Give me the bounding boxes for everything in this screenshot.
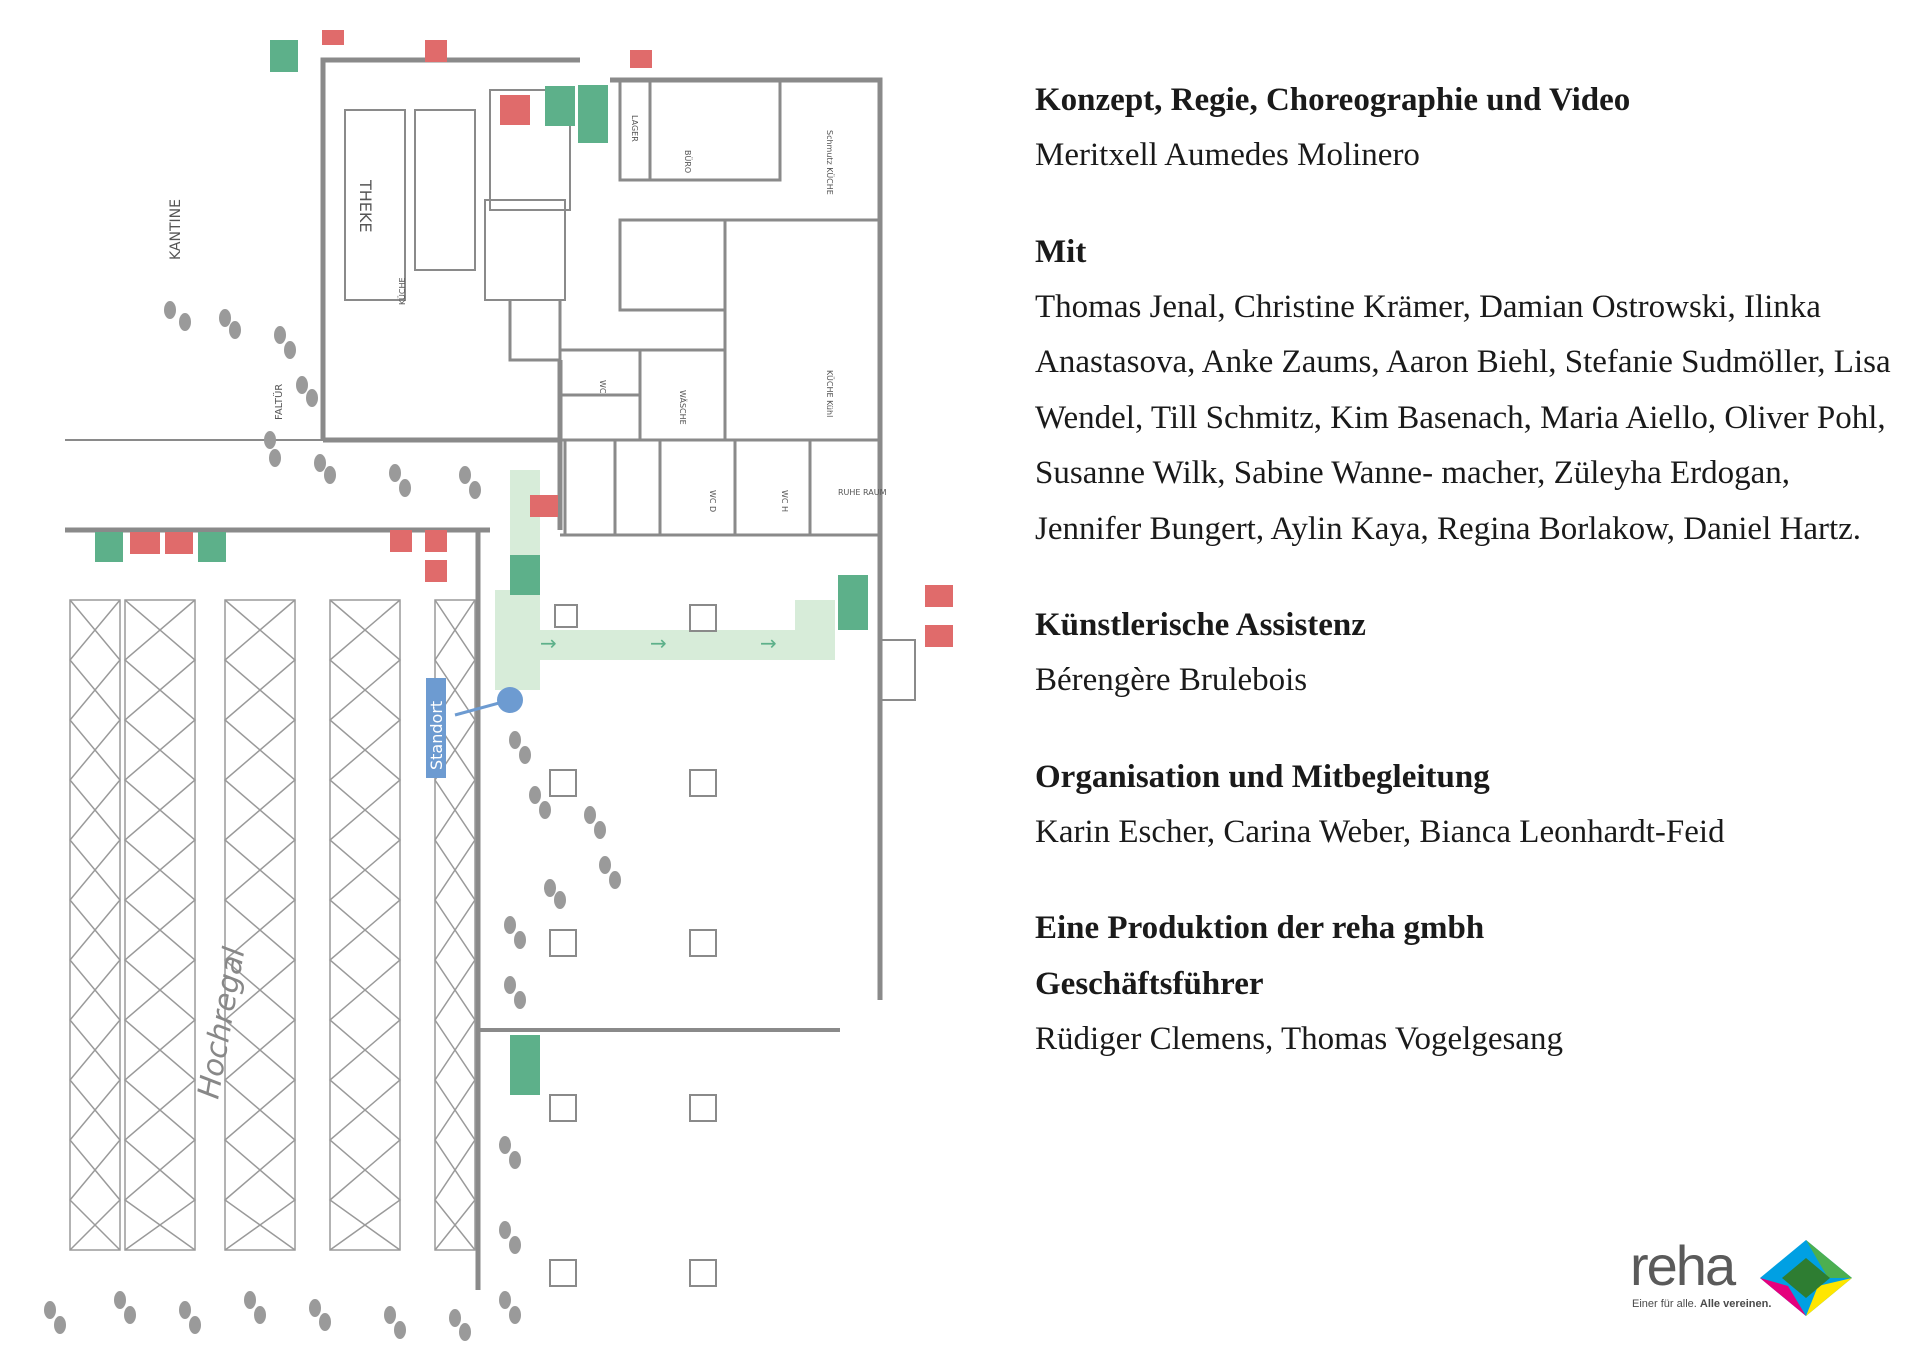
credit-heading: Eine Produktion der reha gmbh [1035,910,1485,946]
credit-body: Thomas Jenal, Christine Krämer, Damian O… [1035,288,1891,547]
credit-heading: Mit [1035,233,1087,270]
faltuer-label: FALTÜR [272,384,285,420]
reha-logo: reha Einer für alle. Alle vereinen. [1630,1238,1860,1318]
credit-subheading: Geschäftsführer [1035,966,1264,1002]
lager-label: LAGER [630,115,639,142]
credit-cast: Mit Thomas Jenal, Christine Krämer, Dami… [1035,224,1895,558]
fire-signs [130,30,953,647]
credit-heading: Organisation und Mitbegleitung [1035,758,1490,795]
logo-diamond-icon [1760,1240,1852,1316]
credit-body: Bérengère Brulebois [1035,662,1308,698]
kueche-label: KÜCHE [397,277,407,305]
kueche-kuehl-label: KÜCHE Kühl [825,370,835,417]
exit-signs [95,40,868,1095]
standort-marker: Standort [426,678,523,778]
ruhe-raum-label: RUHE RAUM [838,488,887,497]
logo-tagline: Einer für alle. Alle vereinen. [1632,1298,1771,1310]
logo-tagline-bold: Alle vereinen. [1699,1298,1772,1310]
credit-body: Rüdiger Clemens, Thomas Vogelgesang [1035,1021,1563,1057]
waesche-label: WÄSCHE [678,390,688,425]
footprints [44,301,621,1341]
credit-production: Eine Produktion der reha gmbh Geschäftsf… [1035,900,1895,1068]
hochregal-label: Hochregal [191,944,252,1101]
wc-h-label: WC H [780,490,789,512]
wc-d-label: WC D [708,490,717,512]
columns [549,604,717,1287]
standort-label: Standort [427,701,446,770]
credits: Konzept, Regie, Choreographie und Video … [1035,72,1895,1108]
credit-body: Meritxell Aumedes Molinero [1035,137,1420,173]
credit-heading: Konzept, Regie, Choreographie und Video [1035,82,1631,118]
schmutz-kueche-label: Schmutz KÜCHE [825,130,835,195]
kantine-label: KANTINE [168,199,184,260]
wc-label: WC [598,380,607,394]
credit-concept: Konzept, Regie, Choreographie und Video … [1035,72,1895,184]
floor-plan: → → → [44,30,953,1341]
credit-assistance: Künstlerische Assistenz Bérengère Bruleb… [1035,597,1895,709]
theke-label: THEKE [356,179,375,233]
svg-text:→: → [650,631,667,655]
logo-tagline-regular: Einer für alle. [1632,1298,1697,1310]
logo-wordmark: reha [1630,1234,1736,1297]
floor-plan-walls [65,57,916,1290]
credit-organisation: Organisation und Mitbegleitung Karin Esc… [1035,749,1895,861]
rack-area [68,599,476,1251]
credit-body: Karin Escher, Carina Weber, Bianca Leonh… [1035,813,1725,850]
buero-label: BÜRO [683,150,693,173]
svg-text:→: → [760,631,777,655]
svg-text:→: → [540,631,557,655]
credit-heading: Künstlerische Assistenz [1035,607,1366,643]
